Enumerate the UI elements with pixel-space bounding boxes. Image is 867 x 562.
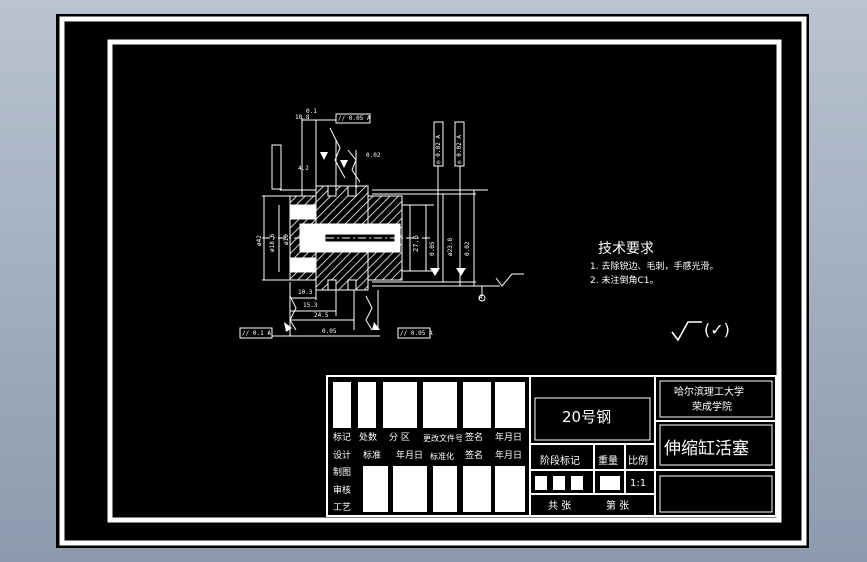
tb-label-zone: 分 区	[389, 433, 410, 443]
tb-label-date3: 年月日	[495, 451, 523, 461]
tb-label-count: 处数	[359, 433, 378, 443]
tb-scale-value: 1:1	[630, 478, 647, 489]
school-name-line2: 荣成学院	[692, 402, 732, 413]
dim-label: 0.1	[306, 108, 317, 115]
surface-finish-symbol	[671, 321, 702, 342]
tolerance-frame-2: // 0.1 A	[242, 330, 271, 337]
tb-sheet-no: 第 张	[606, 501, 630, 512]
roughness-marks	[478, 273, 524, 302]
tech-req-item-1: 1. 去除锐边、毛刺，手感光滑。	[590, 262, 719, 272]
tb-label-change-doc: 更改文件号	[423, 434, 463, 443]
dim-label: 0.02	[366, 152, 381, 159]
tech-req-title: 技术要求	[598, 241, 654, 257]
datum-label: A	[479, 294, 483, 301]
surface-finish-note: (✓)	[704, 320, 730, 339]
dim-label: ø18.6	[269, 233, 276, 252]
dim-label: 27.6	[412, 235, 420, 252]
part-section-view	[262, 118, 488, 337]
tb-stage-mark: 阶段标记	[540, 456, 580, 467]
tb-label-mark: 标记	[333, 433, 352, 443]
tech-req-item-2: 2. 未注倒角C1。	[590, 276, 659, 286]
tb-label-process: 工艺	[333, 503, 352, 513]
tolerance-frames	[239, 113, 465, 339]
dim-label: ø23.8	[447, 237, 454, 256]
tb-weight: 重量	[598, 456, 618, 467]
sheet	[56, 14, 809, 548]
tb-label-review-a: 审核	[363, 468, 382, 478]
dim-label: ø10	[283, 234, 290, 245]
tb-label-sign2: 签名	[465, 451, 484, 461]
title-block-grid	[333, 380, 773, 513]
tb-label-draw: 制图	[333, 468, 352, 478]
tb-scale: 比例	[628, 456, 648, 467]
dim-label: 15.3	[303, 302, 318, 309]
inner-frame	[107, 39, 782, 523]
tb-label-sign: 签名	[465, 433, 484, 443]
tb-label-review: 审核	[333, 486, 352, 496]
tb-label-std: 标准	[363, 451, 382, 461]
part-name: 伸缩缸活塞	[664, 439, 749, 459]
dim-label: 0.02	[464, 241, 471, 256]
tb-label-date2: 年月日	[396, 451, 424, 461]
dim-label: 4.2	[298, 165, 309, 172]
left-groove-top	[289, 204, 316, 220]
material-label: 20号钢	[562, 408, 612, 426]
school-name-line1: 哈尔滨理工大学	[674, 387, 744, 398]
dim-label: ø42	[256, 235, 263, 246]
left-groove-bottom	[289, 257, 316, 273]
tb-label-date: 年月日	[495, 433, 523, 443]
tolerance-frame-1: // 0.05 A	[338, 115, 371, 122]
outer-border	[59, 16, 807, 546]
dim-label: 24.5	[314, 312, 329, 319]
title-block	[326, 375, 777, 517]
tb-sheets-total: 共 张	[548, 501, 572, 512]
tb-label-design: 设计	[333, 451, 352, 461]
tolerance-frame-5: ◎ 0.02 A	[456, 135, 463, 164]
dim-label: 0.05	[429, 241, 436, 256]
dim-label: 10.3	[298, 289, 313, 296]
tolerance-frame-4: ◎ 0.02 A	[435, 135, 442, 164]
roughness-symbols	[284, 152, 466, 332]
tolerance-frame-3: // 0.05 A	[400, 330, 433, 337]
dim-label: 10.8	[295, 114, 310, 121]
tb-label-standardization: 标准化	[430, 452, 454, 461]
dim-label: 0.05	[322, 328, 337, 335]
